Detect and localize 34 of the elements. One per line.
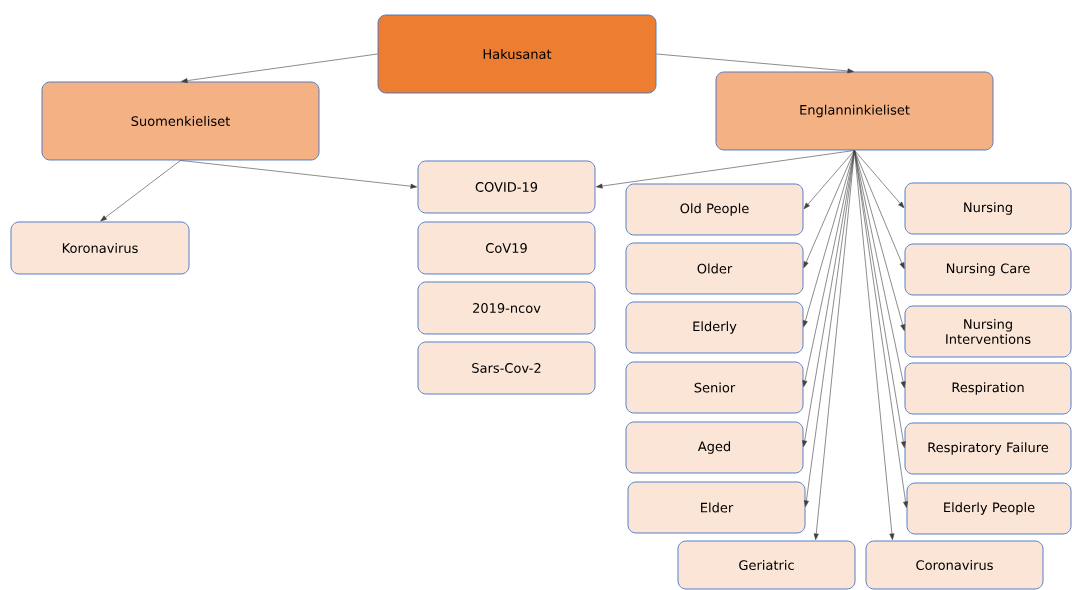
keyword-box: Coronavirus bbox=[865, 540, 1044, 590]
keyword-box: Aged bbox=[625, 421, 804, 474]
arrow bbox=[802, 150, 855, 447]
keyword-box: 2019-ncov bbox=[417, 281, 596, 335]
keyword-box: Old People bbox=[625, 183, 804, 236]
keyword-box: Elderly bbox=[625, 301, 804, 354]
arrow bbox=[854, 150, 905, 269]
arrow bbox=[854, 150, 905, 209]
keyword-box: Respiratory Failure bbox=[904, 422, 1072, 475]
keyword-box: Nursing Interventions bbox=[904, 305, 1072, 358]
arrow bbox=[100, 160, 181, 222]
keyword-box: Elderly People bbox=[906, 482, 1072, 535]
arrow bbox=[656, 53, 854, 74]
keyword-box: Nursing bbox=[904, 182, 1072, 235]
keyword-box: Older bbox=[625, 242, 804, 295]
keyword-box: CoV19 bbox=[417, 221, 596, 275]
arrow bbox=[803, 150, 855, 210]
category-box: Englanninkieliset bbox=[715, 71, 994, 151]
keyword-box: COVID-19 bbox=[417, 160, 596, 214]
arrow bbox=[181, 53, 378, 84]
keyword-box: Elder bbox=[627, 481, 806, 534]
arrow bbox=[803, 150, 855, 268]
keyword-box: Nursing Care bbox=[904, 243, 1072, 296]
keyword-box: Geriatric bbox=[677, 540, 856, 590]
arrow bbox=[180, 160, 417, 189]
category-box: Suomenkieliset bbox=[41, 81, 320, 161]
keyword-box: Sars-Cov-2 bbox=[417, 341, 596, 395]
keyword-box: Koronavirus bbox=[10, 221, 190, 275]
keyword-box: Senior bbox=[625, 361, 804, 414]
arrow bbox=[854, 150, 908, 508]
arrow bbox=[854, 150, 906, 388]
arrow bbox=[596, 150, 855, 189]
keyword-box: Respiration bbox=[904, 362, 1072, 415]
root-box: Hakusanat bbox=[377, 14, 657, 94]
